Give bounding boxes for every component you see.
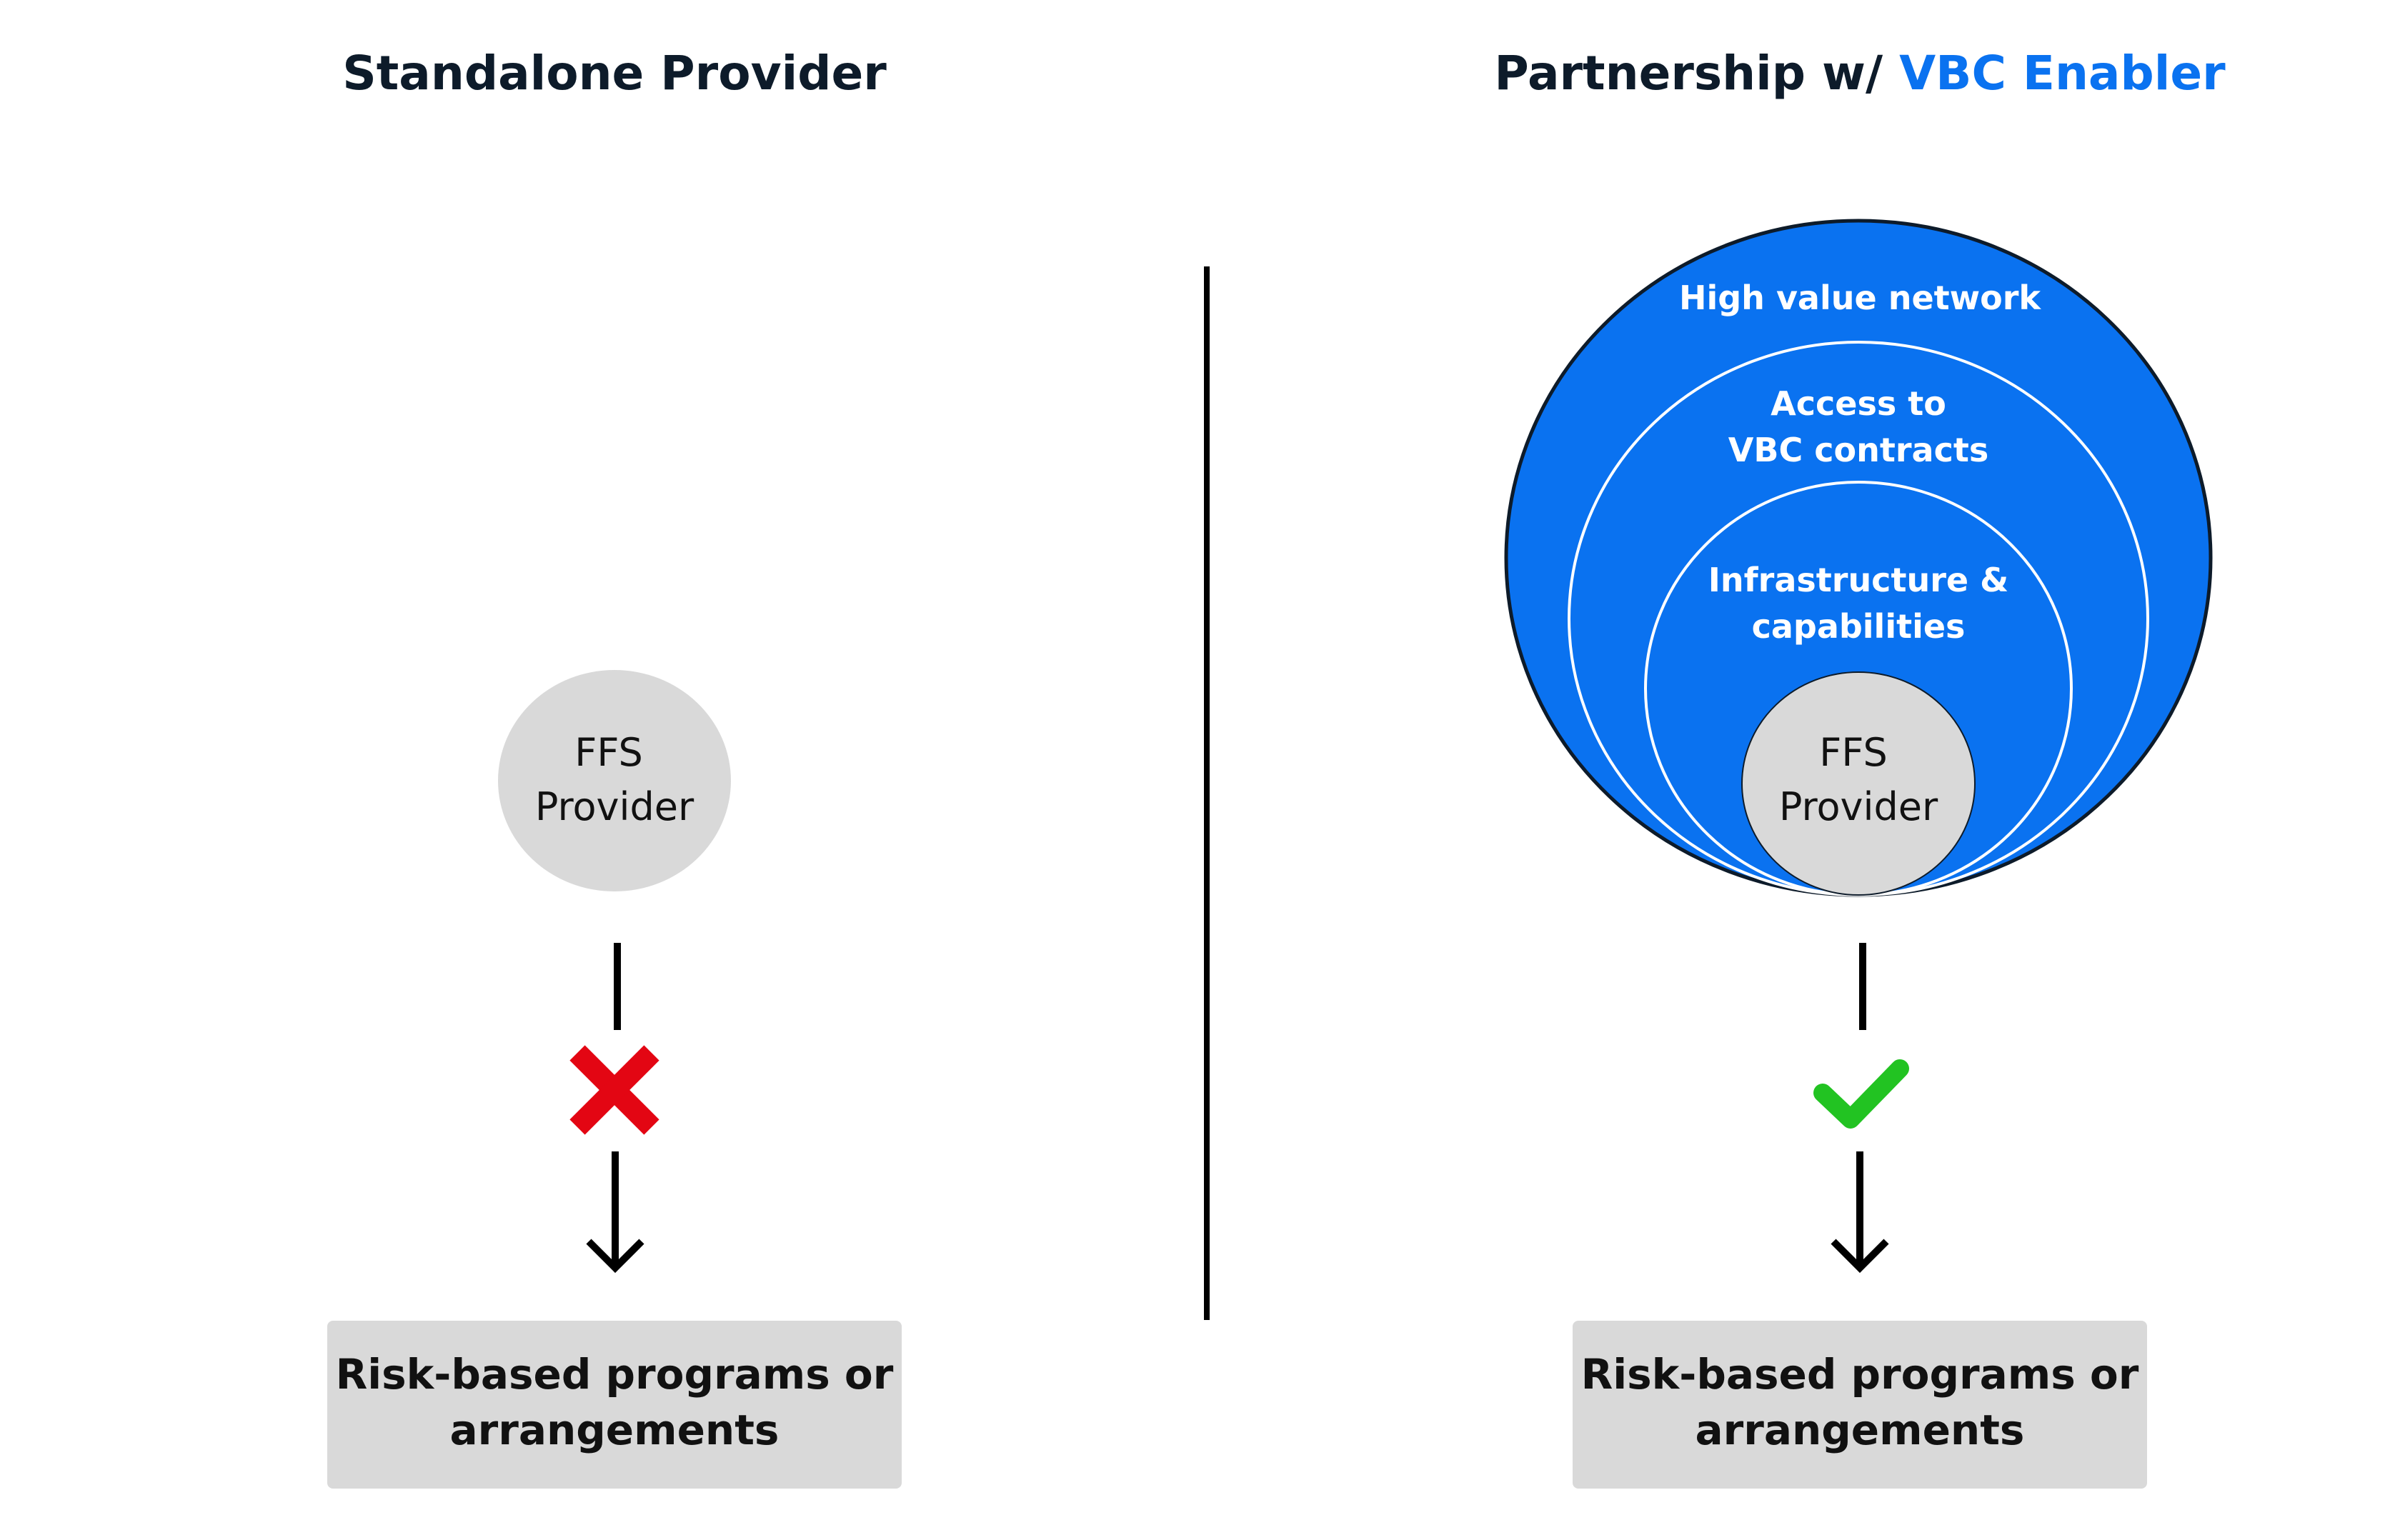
access-vbc-label-line1: Access to	[1771, 384, 1946, 423]
access-vbc-label-line2: VBC contracts	[1728, 431, 1988, 469]
standalone-panel: Standalone Provider FFS Provider Risk-ba…	[327, 46, 902, 1489]
risk-based-box-line2: arrangements	[1696, 1406, 2025, 1454]
arrow-down-icon	[586, 1151, 644, 1274]
infrastructure-label-line1: Infrastructure &	[1708, 561, 2008, 599]
arrow-down-icon	[1831, 1151, 1889, 1274]
partnership-panel: Partnership w/ VBC Enabler High value ne…	[1494, 46, 2226, 1489]
risk-based-box: Risk-based programs or arrangements	[1573, 1321, 2147, 1489]
ffs-provider-label-line2: Provider	[535, 784, 694, 829]
enabler-rings: High value network Access to VBC contrac…	[1504, 219, 2213, 897]
partnership-title: Partnership w/ VBC Enabler	[1494, 46, 2226, 101]
ffs-provider-label-line2: Provider	[1779, 784, 1938, 829]
high-value-network-label: High value network	[1679, 279, 2041, 317]
standalone-title: Standalone Provider	[342, 46, 887, 101]
risk-based-box: Risk-based programs or arrangements	[327, 1321, 902, 1489]
ffs-provider-label-line1: FFS	[574, 730, 642, 775]
ffs-provider-node: FFS Provider	[498, 670, 731, 891]
cross-icon	[569, 1045, 659, 1135]
ffs-provider-node: FFS Provider	[1741, 671, 1976, 896]
check-icon	[1813, 1059, 1909, 1129]
risk-based-box-line1: Risk-based programs or	[336, 1350, 894, 1399]
infrastructure-label-line2: capabilities	[1752, 607, 1966, 646]
vbc-enabler-title: VBC Enabler	[1899, 46, 2226, 101]
partnership-title-prefix: Partnership w/	[1494, 46, 1899, 101]
ffs-provider-label-line1: FFS	[1819, 730, 1887, 775]
risk-based-box-line2: arrangements	[450, 1406, 780, 1454]
risk-based-box-line1: Risk-based programs or	[1581, 1350, 2139, 1399]
